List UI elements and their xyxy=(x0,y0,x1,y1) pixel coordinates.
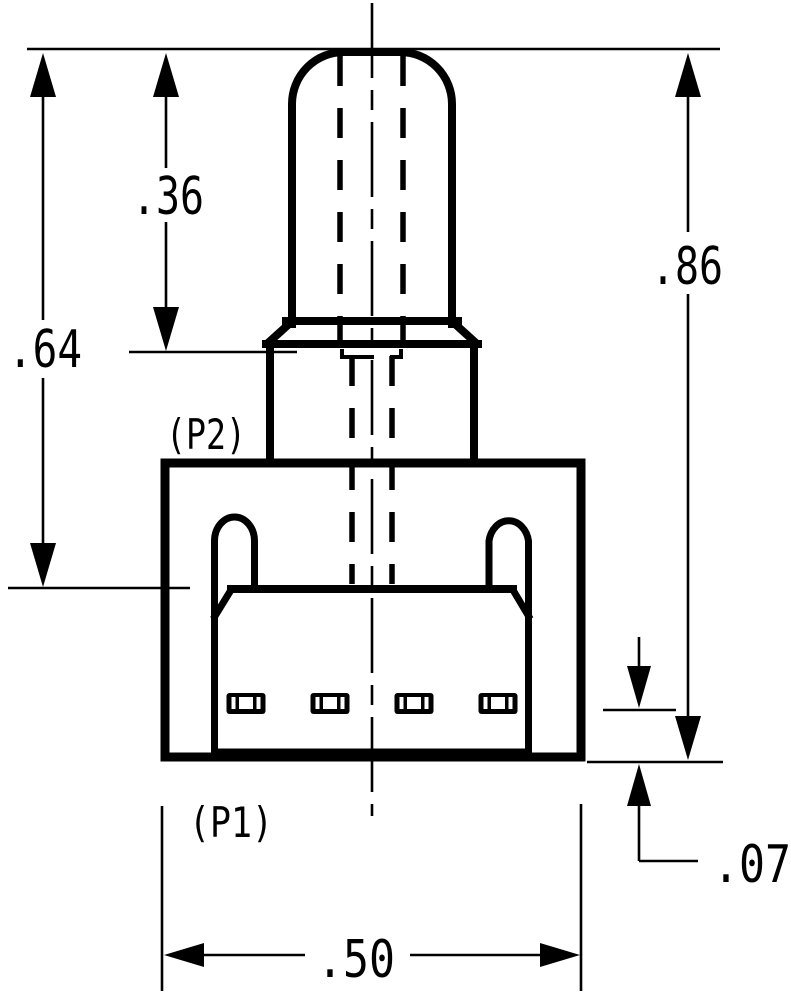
dim-value-64: .64 xyxy=(8,320,82,380)
collar-side-edges xyxy=(266,343,478,463)
dimension-cap-height: .36 xyxy=(132,53,204,351)
arrow-down-icon xyxy=(675,716,701,760)
dimension-pin-offset: .07 xyxy=(627,637,791,895)
pin-2-slot xyxy=(323,697,337,709)
arrow-up-icon xyxy=(675,53,701,97)
dimension-overall-height: .86 xyxy=(651,53,723,760)
pin-1 xyxy=(226,693,266,714)
housing-outline xyxy=(160,458,586,762)
dim-value-36: .36 xyxy=(132,167,204,227)
pin-2-left-notch xyxy=(315,697,320,709)
pin-4-left-notch xyxy=(483,697,488,709)
pin-1-left-notch xyxy=(231,697,236,709)
dim-leader-line xyxy=(637,806,698,863)
dim-value-50: .50 xyxy=(317,930,395,990)
pin-1-right-notch xyxy=(256,697,261,709)
arrow-down-icon xyxy=(153,307,179,351)
pin-4-right-notch xyxy=(508,697,513,709)
dim-value-86: .86 xyxy=(651,237,723,297)
label-p2: (P2) xyxy=(166,410,246,459)
arrow-down-icon xyxy=(627,666,651,708)
pin-4 xyxy=(478,693,518,714)
label-p1: (P1) xyxy=(189,798,273,847)
dimension-body-width: .50 xyxy=(164,930,580,990)
pin-2-right-notch xyxy=(340,697,345,709)
pin-3-slot xyxy=(407,697,421,709)
arrow-right-icon xyxy=(540,943,580,967)
left-prong-outline xyxy=(211,513,258,761)
cap-outline xyxy=(288,48,456,328)
pin-2 xyxy=(310,693,350,714)
arrow-down-icon xyxy=(30,543,56,587)
pin-3-right-notch xyxy=(424,697,429,709)
pin-1-slot xyxy=(239,697,253,709)
dimension-height-to-face: .64 xyxy=(8,53,82,587)
dim-value-07: .07 xyxy=(713,835,791,895)
pin-3 xyxy=(394,693,434,714)
arrow-left-icon xyxy=(164,943,204,967)
pin-3-left-notch xyxy=(399,697,404,709)
arrow-up-icon xyxy=(30,53,56,97)
arrow-up-icon xyxy=(153,53,179,97)
collar-chamfer-edges xyxy=(262,318,482,349)
pin-4-slot xyxy=(491,697,505,709)
right-prong-outline xyxy=(485,517,532,761)
arrow-up-icon xyxy=(627,764,651,806)
collar-counterbore-step xyxy=(340,349,403,359)
connector-face-chamfers xyxy=(210,585,534,621)
